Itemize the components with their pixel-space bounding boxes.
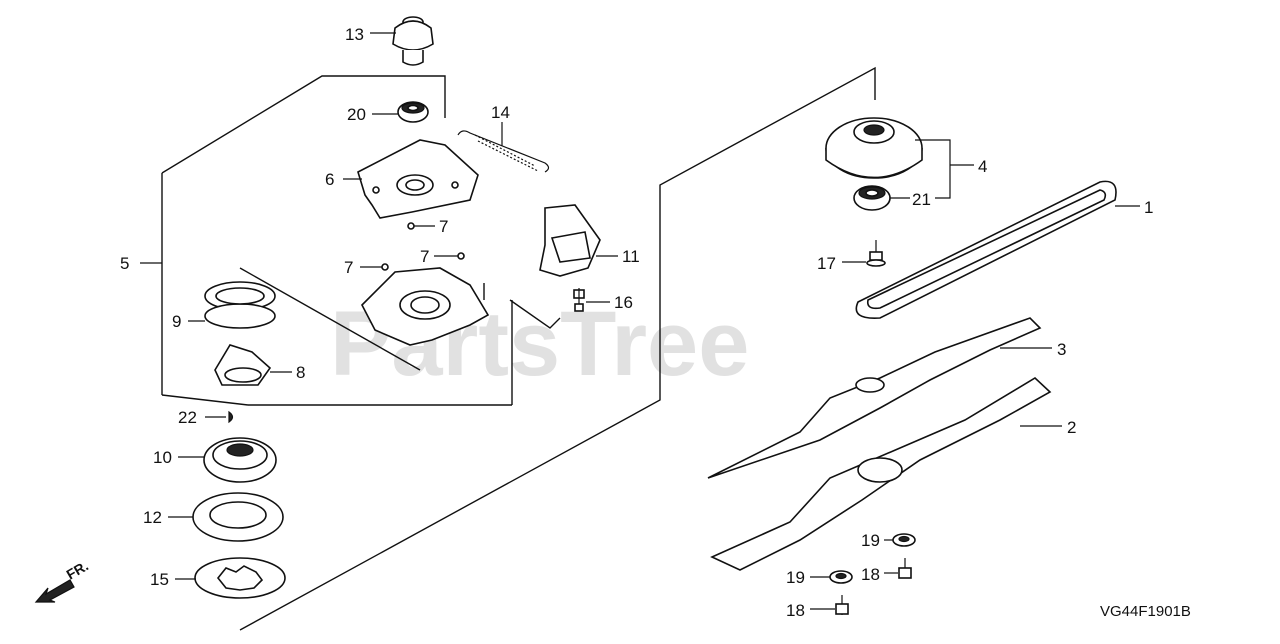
- upper-plate-part: [357, 139, 479, 219]
- label-16: 16: [614, 293, 633, 312]
- callout-9: 9: [172, 312, 205, 331]
- direction-label: FR.: [64, 557, 92, 582]
- label-4: 4: [978, 157, 987, 176]
- label-22: 22: [178, 408, 197, 427]
- callout-11: 11: [596, 247, 640, 266]
- callout-1: 1: [1115, 198, 1153, 217]
- callout-19b: 19: [786, 568, 830, 587]
- label-6: 6: [325, 170, 334, 189]
- callout-5: 5: [120, 254, 162, 273]
- label-11: 11: [622, 247, 640, 266]
- callout-7b: 7: [420, 247, 458, 266]
- gear-ring-part: [192, 492, 284, 542]
- bolt-16-part: [573, 288, 585, 312]
- bolt-17-part: [866, 240, 886, 267]
- pulley-housing-part: [825, 117, 923, 179]
- callout-14: 14: [491, 103, 510, 146]
- label-14: 14: [491, 103, 510, 122]
- callout-20: 20: [347, 105, 398, 124]
- upper-blade-part: [707, 317, 1042, 479]
- label-10: 10: [153, 448, 172, 467]
- brake-cup-part: [203, 437, 277, 483]
- lower-blade-part: [710, 377, 1052, 571]
- label-20: 20: [347, 105, 366, 124]
- callout-10: 10: [153, 448, 204, 467]
- label-7c: 7: [344, 258, 353, 277]
- pulley-cap-part: [392, 16, 434, 66]
- bolt-18a-part: [898, 558, 912, 579]
- callout-7a: 7: [414, 217, 448, 236]
- bearing-part: [397, 101, 429, 123]
- callout-17: 17: [817, 254, 866, 273]
- label-7b: 7: [420, 247, 429, 266]
- label-2: 2: [1067, 418, 1076, 437]
- callout-19a: 19: [861, 531, 893, 550]
- callout-15: 15: [150, 570, 196, 589]
- callout-4: 4: [915, 139, 987, 199]
- callout-2: 2: [1020, 418, 1076, 437]
- callout-13: 13: [345, 25, 396, 44]
- callout-18b: 18: [786, 601, 835, 620]
- label-13: 13: [345, 25, 364, 44]
- callout-18a: 18: [861, 565, 898, 584]
- callout-7c: 7: [344, 258, 382, 277]
- label-15: 15: [150, 570, 169, 589]
- wave-spring-part: [204, 281, 276, 329]
- callout-6: 6: [325, 170, 362, 189]
- bolt-18b-part: [835, 595, 849, 615]
- washer-19b-part: [829, 570, 853, 584]
- group-5-frame: [161, 75, 513, 406]
- callout-8: 8: [270, 363, 305, 382]
- assembly-outline: [239, 66, 876, 631]
- key-part: [228, 410, 234, 424]
- spring-part: [457, 130, 550, 173]
- clip-part: [214, 344, 272, 386]
- callout-12: 12: [143, 508, 193, 527]
- label-9: 9: [172, 312, 181, 331]
- lock-washer-part: [194, 557, 286, 599]
- label-5: 5: [120, 254, 129, 273]
- label-8: 8: [296, 363, 305, 382]
- bearing-21-part: [853, 185, 891, 211]
- label-1: 1: [1144, 198, 1153, 217]
- belt-part: [855, 180, 1117, 319]
- callout-21: 21: [890, 190, 931, 209]
- label-19a: 19: [861, 531, 880, 550]
- callout-22: 22: [178, 408, 226, 427]
- lower-plate-part: [361, 267, 490, 346]
- bracket-part: [539, 204, 601, 277]
- label-21: 21: [912, 190, 931, 209]
- label-12: 12: [143, 508, 162, 527]
- label-7a: 7: [439, 217, 448, 236]
- label-18a: 18: [861, 565, 880, 584]
- label-19b: 19: [786, 568, 805, 587]
- diagram-code: VG44F1901B: [1100, 603, 1191, 620]
- callout-3: 3: [1000, 340, 1066, 359]
- label-18b: 18: [786, 601, 805, 620]
- label-3: 3: [1057, 340, 1066, 359]
- callout-16: 16: [586, 293, 633, 312]
- label-17: 17: [817, 254, 836, 273]
- front-arrow-icon: FR.: [34, 557, 92, 603]
- washer-19a-part: [892, 533, 916, 547]
